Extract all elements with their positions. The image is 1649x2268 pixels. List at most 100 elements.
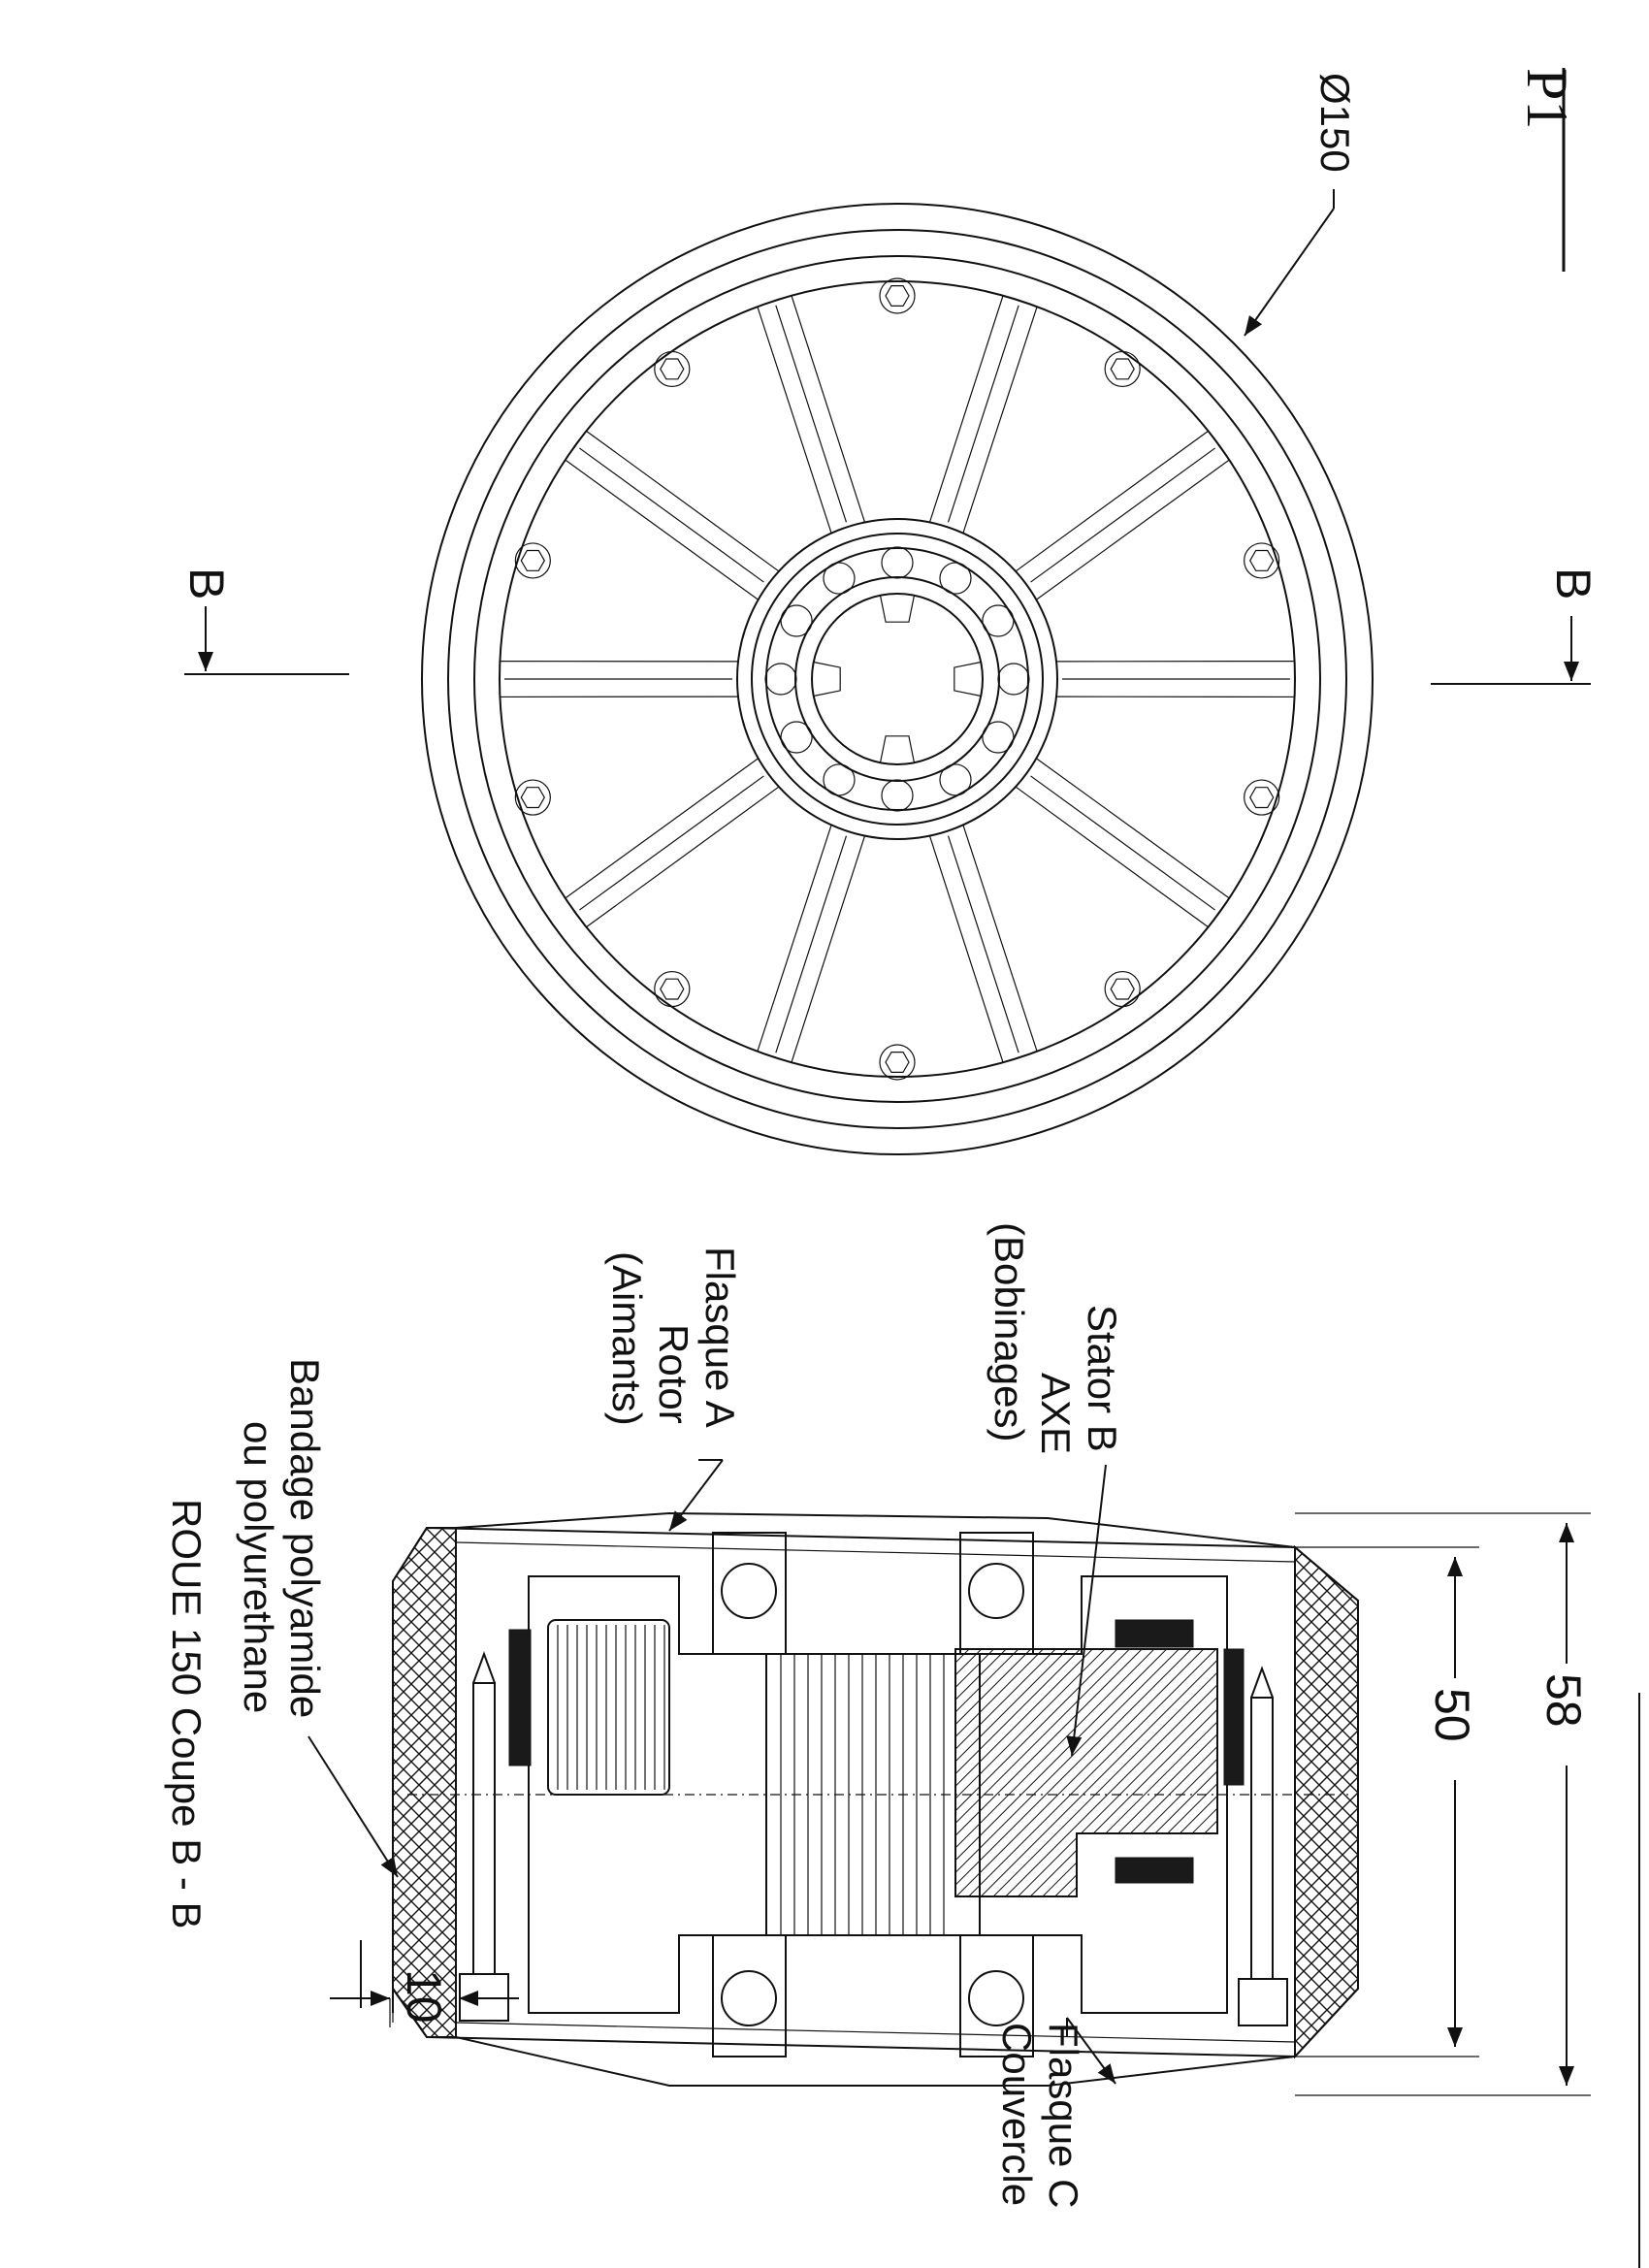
tyre-outer-circle — [421, 203, 1374, 1155]
bolt-head — [514, 779, 551, 816]
bearing-housing — [712, 1934, 787, 2057]
shaft-bore — [811, 593, 984, 765]
callout-leader — [668, 1459, 724, 1532]
spoke — [499, 660, 738, 698]
hub-outer-circle — [736, 518, 1058, 840]
bolt-hex-socket — [1110, 358, 1135, 380]
bearing-left-top — [712, 1532, 787, 1655]
callout-stator-b-line-3: (Bobinages) — [986, 1222, 1032, 1442]
bolt-head — [654, 350, 691, 388]
spoke — [564, 758, 780, 928]
callout-tyre-line-2: ou polyurethane — [236, 1421, 281, 1713]
callout-leader — [307, 1735, 399, 1878]
bearing-ball — [982, 604, 1015, 637]
bearing-race-outer — [765, 547, 1029, 811]
spoke — [564, 430, 780, 600]
bearing-right-bottom — [959, 1934, 1034, 2057]
screw-head — [1238, 1978, 1288, 2026]
bearing-ball — [881, 546, 914, 579]
bolt-head — [879, 277, 916, 314]
dim-50-label: 50 — [1425, 1688, 1479, 1742]
spoke — [928, 295, 1038, 534]
bearing-ball — [968, 1563, 1024, 1619]
bolt-head — [1104, 970, 1141, 1008]
stator-winding — [954, 1648, 1218, 1897]
bearing-ball — [939, 562, 972, 595]
spoke-ridge — [1030, 775, 1216, 911]
spoke — [1055, 660, 1296, 698]
keyway — [879, 735, 916, 763]
bearing-housing — [712, 1532, 787, 1655]
bearing-ball — [823, 562, 856, 595]
section-marker-right: B — [1431, 567, 1600, 685]
screw-shank — [1250, 1697, 1274, 1980]
bearing-outer-ring — [751, 533, 1044, 826]
callout-leader — [1066, 2017, 1116, 2085]
diameter-leader — [1244, 208, 1335, 337]
callout-stator-b-line-1: Stator B — [1080, 1305, 1125, 1452]
bearing-ball — [939, 763, 972, 796]
bearing-right-top — [959, 1532, 1034, 1655]
stator-magnet-top — [1115, 1619, 1194, 1648]
screw-tip — [1250, 1666, 1274, 1699]
screw-shank — [472, 1682, 496, 1975]
bolt-hex-socket — [885, 1051, 910, 1074]
bolt-head — [1244, 542, 1280, 579]
bearing-ball — [780, 721, 813, 754]
bearing-ball — [881, 779, 914, 812]
bolt-hex-socket — [1110, 978, 1135, 1000]
bolt-hex-socket — [1249, 549, 1275, 571]
spoke-ridge — [1030, 447, 1216, 583]
bolt-hex-socket — [520, 787, 545, 809]
housing-inner-line-top — [455, 1541, 1296, 1563]
flange-outer-circle — [473, 255, 1321, 1103]
stator-magnet-right — [1223, 1648, 1245, 1786]
keyway — [813, 661, 841, 697]
bolt-head — [879, 1044, 916, 1081]
callout-flange-a: Flasque A Rotor (Aimants) — [604, 1247, 743, 1532]
bearing-ball — [721, 1563, 777, 1619]
front-view: B B Ø150 — [179, 73, 1600, 1155]
rotor-coil — [547, 1619, 670, 1796]
spokes — [499, 295, 1296, 1063]
bolt-hex-socket — [885, 285, 910, 307]
tyre-inner-circle — [447, 229, 1347, 1129]
callout-flange-c: Flasque C Couvercle — [994, 2017, 1116, 2208]
screw-left — [459, 1651, 509, 2022]
section-marker-left: B — [179, 567, 349, 675]
callout-stator-b-line-2: AXE — [1033, 1373, 1079, 1454]
spoke-ridge — [947, 835, 1019, 1053]
spoke — [757, 295, 866, 534]
keyway — [879, 595, 916, 623]
bearing-ball — [780, 604, 813, 637]
spoke — [1015, 758, 1231, 928]
bearing-ball — [823, 763, 856, 796]
bolt-head — [514, 542, 551, 579]
spoke — [1015, 430, 1231, 600]
section-label-left: B — [179, 567, 234, 599]
bearing-race-inner — [794, 576, 1000, 782]
shaft-keyways — [813, 595, 982, 763]
page-mark: P1 — [1515, 68, 1579, 272]
callout-tyre: Bandage polyamide ou polyurethane — [236, 1358, 399, 1878]
screw-right — [1238, 1666, 1288, 2026]
bolt-head — [1244, 779, 1280, 816]
bolt-hex-socket — [1249, 787, 1275, 809]
bearing-ball — [982, 721, 1015, 754]
callout-flange-a-line-1: Flasque A — [697, 1247, 743, 1428]
bearing-ball — [997, 663, 1030, 696]
diameter-label: Ø150 — [1312, 73, 1358, 173]
callout-flange-a-line-3: (Aimants) — [604, 1251, 650, 1426]
spoke-ridge — [775, 305, 848, 523]
page-mark-text: P1 — [1515, 68, 1579, 129]
bearing-housing — [959, 1934, 1034, 2057]
section-view-b-b: 58 50 10 Flasque A Rotor — [164, 1222, 1591, 2208]
callout-tyre-line-1: Bandage polyamide — [282, 1358, 328, 1718]
callout-flange-c-line-1: Flasque C — [1041, 2023, 1086, 2208]
keyway — [954, 661, 982, 697]
rotor-coil-turns — [557, 1625, 665, 1790]
dim-10-label: 10 — [397, 1969, 451, 2024]
spoke-ridge — [578, 447, 764, 583]
bearing-ball — [721, 1970, 777, 2026]
